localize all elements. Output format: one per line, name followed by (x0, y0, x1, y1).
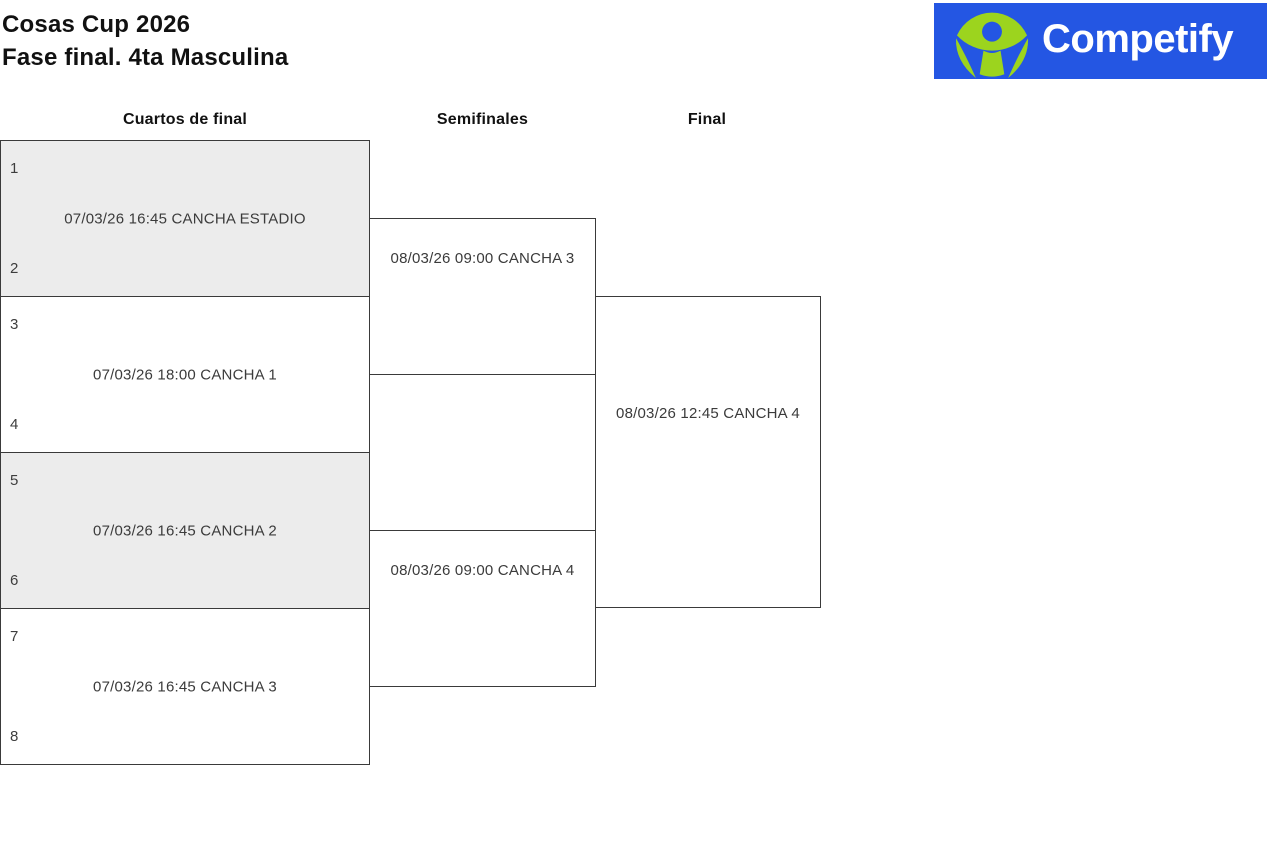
seed-label: 2 (10, 260, 19, 277)
round-header-semifinals: Semifinales (436, 111, 529, 128)
semifinal-match-1[interactable]: 08/03/26 09:00 CANCHA 3 (369, 218, 596, 375)
seed-label: 1 (10, 160, 19, 177)
match-schedule: 07/03/26 16:45 CANCHA ESTADIO (64, 210, 306, 227)
seed-label: 5 (10, 472, 19, 489)
quarterfinal-match-3[interactable]: 5 07/03/26 16:45 CANCHA 2 6 (0, 452, 370, 609)
seed-label: 3 (10, 316, 19, 333)
quarterfinal-match-1[interactable]: 1 07/03/26 16:45 CANCHA ESTADIO 2 (0, 140, 370, 297)
match-schedule: 07/03/26 16:45 CANCHA 2 (93, 522, 277, 539)
quarterfinal-match-2[interactable]: 3 07/03/26 18:00 CANCHA 1 4 (0, 296, 370, 453)
seed-label: 6 (10, 572, 19, 589)
competify-logo[interactable]: Competify (934, 3, 1267, 79)
logo-wordmark: Competify (1042, 17, 1234, 61)
match-schedule: 08/03/26 12:45 CANCHA 4 (616, 405, 800, 422)
match-schedule: 07/03/26 16:45 CANCHA 3 (93, 678, 277, 695)
seed-label: 4 (10, 416, 19, 433)
match-schedule: 07/03/26 18:00 CANCHA 1 (93, 366, 277, 383)
round-header-final: Final (687, 111, 727, 128)
semifinal-match-2[interactable]: 08/03/26 09:00 CANCHA 4 (369, 530, 596, 687)
match-schedule: 08/03/26 09:00 CANCHA 4 (390, 562, 575, 579)
round-header-quarterfinals: Cuartos de final (122, 111, 248, 128)
final-match[interactable]: 08/03/26 12:45 CANCHA 4 (595, 296, 821, 608)
competify-person-icon (955, 12, 1029, 79)
seed-label: 7 (10, 628, 19, 645)
match-schedule: 08/03/26 09:00 CANCHA 3 (390, 250, 575, 267)
page-title: Cosas Cup 2026 Fase final. 4ta Masculina (2, 8, 288, 74)
quarterfinal-match-4[interactable]: 7 07/03/26 16:45 CANCHA 3 8 (0, 608, 370, 765)
tournament-title: Cosas Cup 2026 (2, 11, 191, 38)
seed-label: 8 (10, 728, 19, 745)
phase-title: Fase final. 4ta Masculina (2, 44, 289, 71)
